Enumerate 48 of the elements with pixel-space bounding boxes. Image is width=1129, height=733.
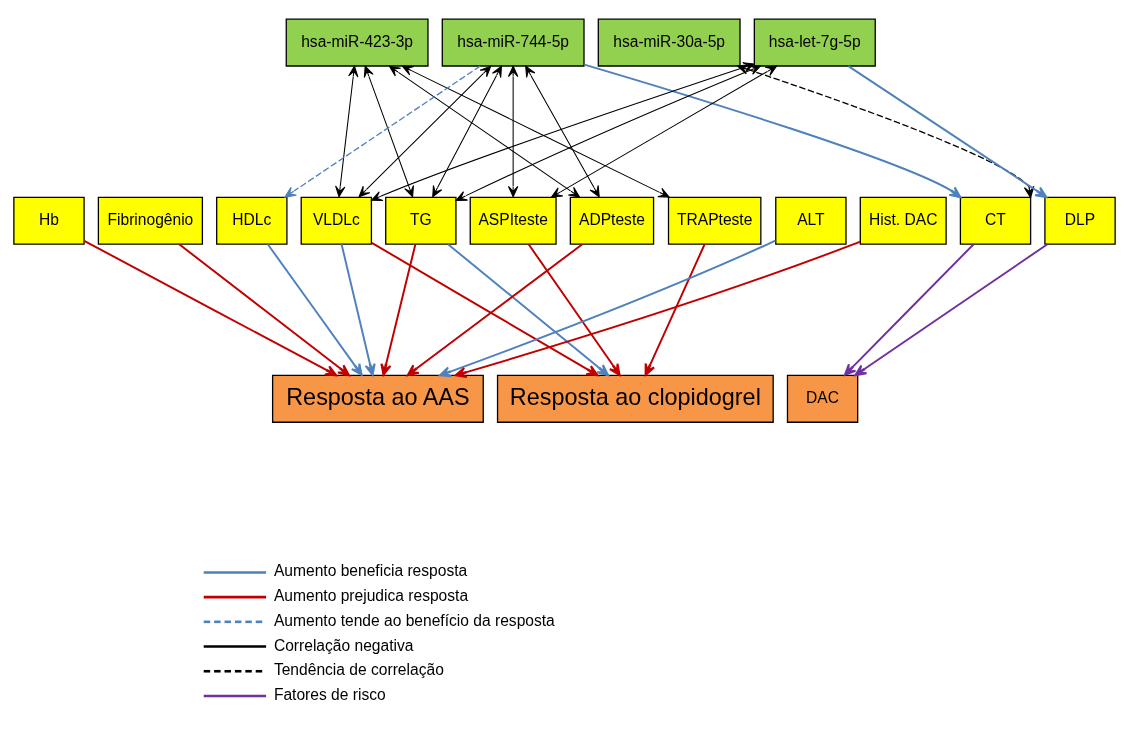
arrow (507, 65, 519, 197)
arrow (380, 242, 417, 376)
arrow (843, 242, 975, 376)
arrow (340, 242, 376, 376)
node-box: HDLc (216, 196, 288, 245)
node-box: VLDLc (300, 196, 373, 245)
node-box: hsa-let-7g-5p (753, 18, 876, 67)
arrow (454, 240, 862, 378)
node-box: DLP (1044, 196, 1116, 245)
legend-label: Fatores de risco (273, 685, 386, 703)
arrow (406, 242, 584, 376)
arrow (525, 65, 600, 197)
arrow (358, 65, 492, 197)
arrow (363, 65, 414, 197)
node-box: ALT (775, 196, 847, 245)
node-box: hsa-miR-30a-5p (597, 18, 741, 67)
node-box: ASPIteste (469, 196, 557, 245)
node-box: CT (959, 196, 1032, 245)
legend-label: Aumento prejudica resposta (273, 586, 469, 604)
arrow (178, 242, 350, 376)
node-box: Hb (13, 196, 85, 245)
node-box: Hist. DAC (859, 196, 947, 245)
node-box: Resposta ao AAS (271, 374, 484, 423)
arrow (266, 242, 363, 376)
node-box: hsa-miR-744-5p (441, 18, 585, 67)
arrow (83, 239, 338, 376)
arrow (401, 65, 670, 198)
node-box: ADPteste (569, 196, 655, 245)
arrow (447, 242, 610, 376)
arrow (370, 241, 599, 376)
node-box: DAC (786, 374, 859, 423)
legend-label: Correlação negativa (273, 636, 414, 654)
arrow (335, 65, 359, 197)
arrow (527, 242, 621, 376)
node-box: Fibrinogênio (97, 196, 204, 245)
node-box: TRAPteste (667, 196, 762, 245)
arrow (388, 65, 581, 198)
node-box: Resposta ao clopidogrel (496, 374, 774, 423)
node-box: TG (385, 196, 457, 245)
legend-label: Aumento tende ao benefício da resposta (273, 611, 555, 629)
legend-label: Tendência de correlação (273, 660, 444, 678)
arrow (438, 239, 777, 377)
legend-label: Aumento beneficia resposta (273, 561, 468, 579)
arrow (432, 65, 502, 197)
node-box: hsa-miR-423-3p (285, 18, 429, 67)
arrow (284, 65, 481, 198)
arrow (644, 242, 706, 376)
arrow (854, 242, 1049, 376)
